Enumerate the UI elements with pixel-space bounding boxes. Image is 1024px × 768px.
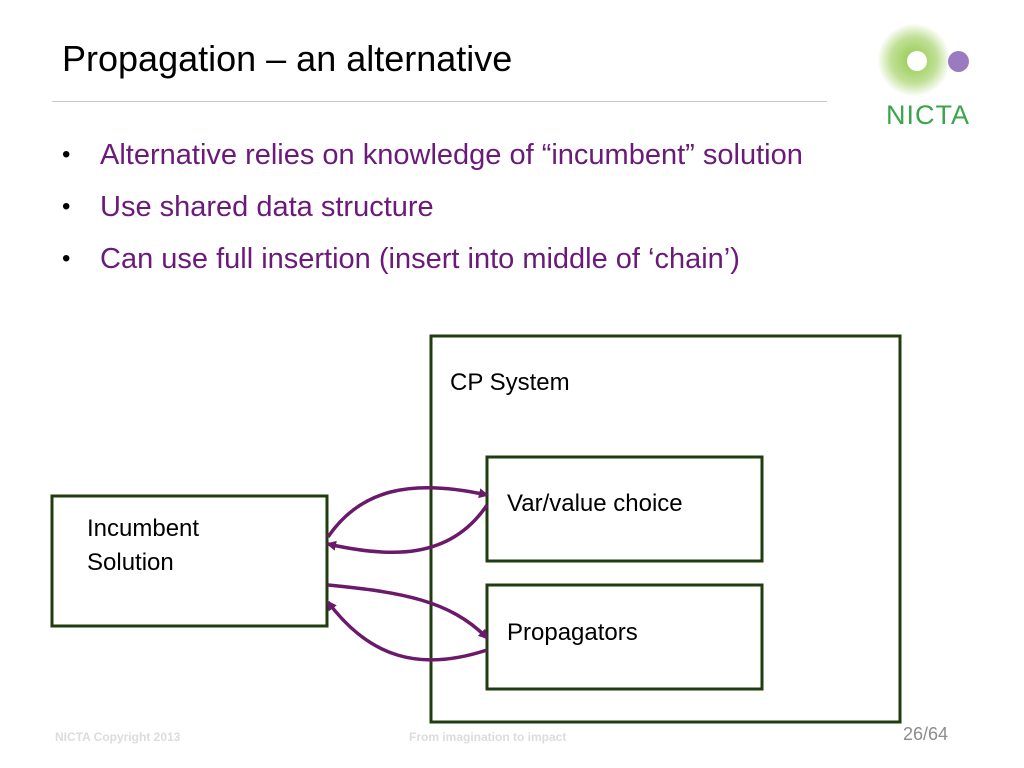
incumbent-solution-box bbox=[50, 494, 329, 628]
bullet-item: • Use shared data structure bbox=[62, 189, 803, 241]
footer-tagline: From imagination to impact bbox=[409, 730, 567, 744]
bullet-text: Alternative relies on knowledge of “incu… bbox=[100, 139, 803, 171]
bullet-list: • Alternative relies on knowledge of “inc… bbox=[62, 137, 803, 293]
arrow-incumbent-to-propagators bbox=[327, 583, 489, 640]
cp-system-box bbox=[429, 334, 902, 724]
bullet-text: Use shared data structure bbox=[100, 191, 434, 223]
arrow-incumbent-to-varvalue bbox=[326, 485, 489, 538]
logo-white-dot bbox=[907, 51, 927, 71]
bullet-glyph: • bbox=[62, 193, 71, 220]
cp-system-label: CP System bbox=[450, 369, 570, 396]
arrow-propagators-to-incumbent bbox=[326, 600, 488, 662]
footer-copyright: NICTA Copyright 2013 bbox=[55, 730, 181, 744]
incumbent-label-line2: Solution bbox=[87, 549, 174, 576]
varvalue-choice-box bbox=[485, 455, 764, 563]
bullet-item: • Alternative relies on knowledge of “inc… bbox=[62, 137, 803, 189]
bullet-text: Can use full insertion (insert into midd… bbox=[100, 243, 740, 275]
nicta-logo: NICTA bbox=[870, 18, 980, 133]
varvalue-choice-label: Var/value choice bbox=[507, 490, 683, 517]
logo-purple-dot bbox=[948, 51, 969, 72]
page-number: 26/64 bbox=[903, 724, 949, 744]
incumbent-label-line1: Incumbent bbox=[87, 515, 200, 542]
propagators-label: Propagators bbox=[507, 619, 638, 646]
logo-text: NICTA bbox=[886, 100, 970, 130]
bullet-glyph: • bbox=[62, 141, 71, 168]
bullet-item: • Can use full insertion (insert into mid… bbox=[62, 241, 803, 293]
title-divider bbox=[52, 101, 827, 102]
bullet-glyph: • bbox=[62, 245, 71, 272]
arrow-varvalue-to-incumbent bbox=[326, 504, 489, 555]
slide-title: Propagation – an alternative bbox=[62, 38, 513, 79]
